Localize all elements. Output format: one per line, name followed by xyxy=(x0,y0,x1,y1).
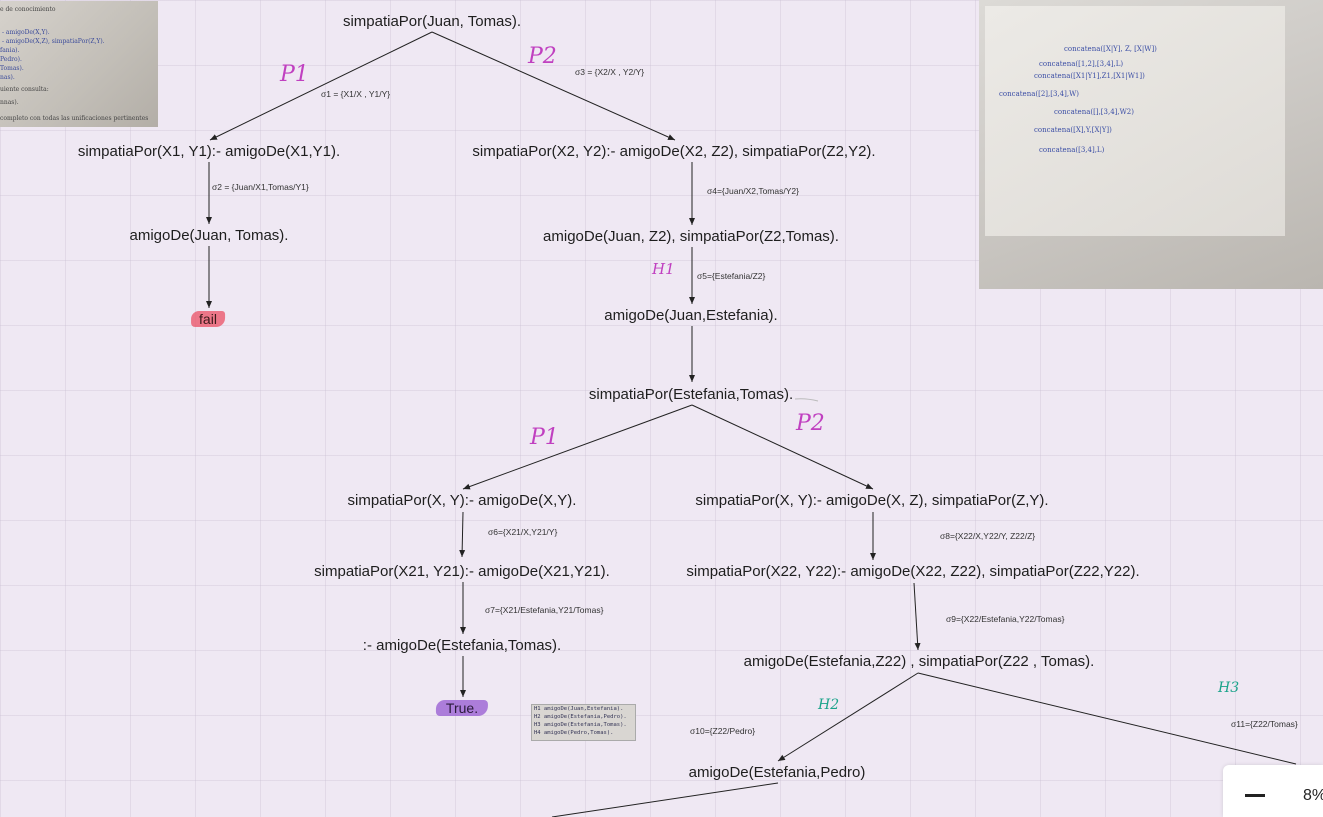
fact-line: H2 amigoDe(Estefania,Pedro). xyxy=(534,714,627,720)
edge-sub-p1-renamed xyxy=(459,511,466,558)
p1-rule: simpatiaPor(X1, Y1):- amigoDe(X1,Y1). xyxy=(77,143,341,160)
handwritten-p2-top: P2 xyxy=(528,44,557,69)
handwritten-h3: H3 xyxy=(1218,680,1240,696)
photo-left-line: Pedro). xyxy=(0,56,22,63)
handwritten-p1-top: P1 xyxy=(280,62,309,87)
photo-left-line: Tomas). xyxy=(0,65,24,72)
whiteboard-ink-line: concatena([1,2],[3,4],L) xyxy=(1039,60,1124,68)
zoom-controls: 8% xyxy=(1223,765,1323,817)
photo-left-line: completo con todas las unificaciones per… xyxy=(0,115,149,122)
photo-left-line: - amigoDe(X,Z), simpatiaPor(Z,Y). xyxy=(2,38,105,45)
sigma-6: σ6={X21/X,Y21/Y} xyxy=(488,527,558,537)
whiteboard-ink-line: concatena([],[3,4],W2) xyxy=(1054,108,1134,116)
edge-sub-p1 xyxy=(462,404,693,490)
photo-left-line: uiente consulta: xyxy=(0,86,49,93)
sigma-1: σ1 = {X1/X , Y1/Y} xyxy=(321,89,391,99)
photo-left-line: fania). xyxy=(0,47,20,54)
fact-line: H4 amigoDe(Pedro,Tomas). xyxy=(534,730,614,736)
sigma-10: σ10={Z22/Pedro} xyxy=(690,726,756,736)
facts-image: H1 amigoDe(Juan,Estefania). H2 amigoDe(Es… xyxy=(531,704,636,741)
sub-root-query: simpatiaPor(Estefania,Tomas). xyxy=(588,386,794,403)
sub-p1-goal: :- amigoDe(Estefania,Tomas). xyxy=(362,637,562,654)
sub-p1-rule: simpatiaPor(X, Y):- amigoDe(X,Y). xyxy=(347,492,577,509)
fail-marker: fail xyxy=(191,311,225,327)
edge-h2 xyxy=(777,672,919,762)
photo-left-line: e de conocimiento xyxy=(0,6,56,13)
p2-goal-2: amigoDe(Juan,Estefania). xyxy=(604,307,778,324)
zoom-out-button[interactable] xyxy=(1245,794,1265,797)
handwritten-p1-sub: P1 xyxy=(530,425,559,450)
handwritten-h2: H2 xyxy=(818,697,840,713)
sigma-4: σ4={Juan/X2,Tomas/Y2} xyxy=(707,186,799,196)
p1-goal: amigoDe(Juan, Tomas). xyxy=(129,227,289,244)
p2-goal: amigoDe(Juan, Z2), simpatiaPor(Z2,Tomas)… xyxy=(543,228,839,245)
sigma-11: σ11={Z22/Tomas} xyxy=(1231,719,1298,729)
zoom-level[interactable]: 8% xyxy=(1303,787,1323,804)
sigma-5: σ5={Estefania/Z2} xyxy=(697,271,766,281)
root-query: simpatiaPor(Juan, Tomas). xyxy=(342,13,522,30)
whiteboard-ink-line: concatena([2],[3,4],W) xyxy=(999,90,1079,98)
sub-p2-rule: simpatiaPor(X, Y):- amigoDe(X, Z), simpa… xyxy=(695,492,1049,509)
photo-left-line: nas). xyxy=(0,74,15,81)
exercise-photo-left: e de conocimiento - amigoDe(X,Y). - amigoD… xyxy=(0,1,158,127)
edge-sub-p2-goal xyxy=(913,582,921,651)
fact-line: H1 amigoDe(Juan,Estefania). xyxy=(534,706,624,712)
sub-p2-goal: amigoDe(Estefania,Z22) , simpatiaPor(Z22… xyxy=(743,653,1095,670)
whiteboard-ink-line: concatena([X|Y], Z, [X|W]) xyxy=(1064,45,1157,53)
sub-p2-renamed-rule: simpatiaPor(X22, Y22):- amigoDe(X22, Z22… xyxy=(686,563,1140,580)
sigma-3: σ3 = {X2/X , Y2/Y} xyxy=(575,67,645,77)
photo-left-line: - amigoDe(X,Y). xyxy=(2,29,50,36)
edge-sub-p2 xyxy=(691,404,874,490)
p2-rule: simpatiaPor(X2, Y2):- amigoDe(X2, Z2), s… xyxy=(472,143,876,160)
edge-root-p2 xyxy=(431,31,676,141)
whiteboard-ink-line: concatena([3,4],L) xyxy=(1039,146,1105,154)
sigma-7: σ7={X21/Estefania,Y21/Tomas} xyxy=(485,605,604,615)
true-marker: True. xyxy=(435,700,489,716)
edge-h3 xyxy=(917,672,1297,765)
whiteboard-photo: concatena([X|Y], Z, [X|W]) concatena([1,2… xyxy=(979,0,1323,289)
whiteboard-surface xyxy=(985,6,1285,236)
sigma-2: σ2 = {Juan/X1,Tomas/Y1} xyxy=(212,182,309,192)
whiteboard-ink-line: concatena([X],Y,[X|Y]) xyxy=(1034,126,1112,134)
handwritten-p2-sub: P2 xyxy=(796,411,825,436)
fact-line: H3 amigoDe(Estefania,Tomas). xyxy=(534,722,627,728)
sigma-8: σ8={X22/X,Y22/Y, Z22/Z} xyxy=(940,531,1036,541)
h2-goal: amigoDe(Estefania,Pedro) xyxy=(688,764,866,781)
whiteboard-ink-line: concatena([X1|Y1],Z1,[X1|W1]) xyxy=(1034,72,1145,80)
photo-left-line: nnas). xyxy=(0,99,19,106)
sigma-9: σ9={X22/Estefania,Y22/Tomas} xyxy=(946,614,1065,624)
handwritten-h1: H1 xyxy=(652,260,675,278)
sub-p1-renamed-rule: simpatiaPor(X21, Y21):- amigoDe(X21,Y21)… xyxy=(314,563,610,580)
edge-root-p1 xyxy=(209,31,433,141)
edge-h2-continue xyxy=(551,782,779,817)
